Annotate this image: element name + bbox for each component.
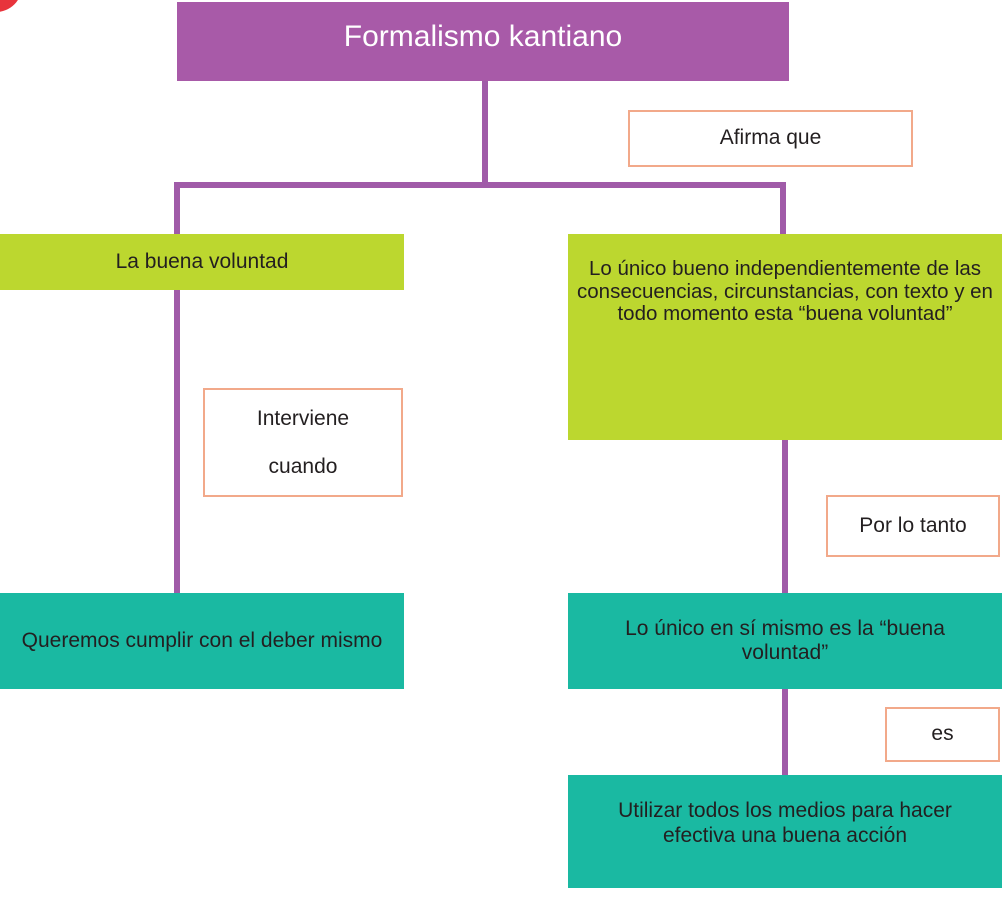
edge-label-por-lo-tanto: Por lo tanto	[826, 495, 1000, 557]
edge-label-es: es	[885, 707, 1000, 762]
node-buena-voluntad-text: La buena voluntad	[115, 249, 289, 273]
edge-label-afirma-que: Afirma que	[628, 110, 913, 167]
node-cumplir-deber: Queremos cumplir con el deber mismo	[0, 593, 404, 689]
edge-label-interviene-text: Interviene	[256, 407, 350, 431]
root-node-text: Formalismo kantiano	[343, 20, 623, 54]
edge-label-cuando-text: cuando	[268, 454, 338, 478]
node-utilizar-medios: Utilizar todos los medios para hacer efe…	[568, 775, 1002, 888]
node-unico-bueno: Lo único bueno independientemente de las…	[568, 234, 1002, 440]
node-cumplir-deber-text: Queremos cumplir con el deber mismo	[21, 628, 383, 652]
node-buena-voluntad: La buena voluntad	[0, 234, 404, 290]
connector-right-vertical-1	[782, 439, 788, 594]
connector-right-vertical-2	[782, 689, 788, 776]
edge-label-interviene-cuando: Interviene cuando	[203, 388, 403, 497]
connector-right-down	[780, 182, 786, 236]
edge-label-afirma-que-text: Afirma que	[719, 126, 822, 150]
connector-left-vertical	[174, 289, 180, 594]
corner-decoration	[0, 0, 22, 12]
connector-root-down	[482, 80, 488, 188]
node-unico-en-si: Lo único en sí mismo es la “buena volunt…	[568, 593, 1002, 689]
connector-horizontal	[174, 182, 786, 188]
node-utilizar-medios-text: Utilizar todos los medios para hacer efe…	[618, 799, 952, 847]
edge-label-por-lo-tanto-text: Por lo tanto	[859, 513, 967, 537]
connector-left-down	[174, 182, 180, 236]
edge-label-es-text: es	[931, 722, 954, 746]
node-unico-bueno-text: Lo único bueno independientemente de las…	[577, 257, 993, 326]
root-node: Formalismo kantiano	[177, 2, 789, 81]
node-unico-en-si-text: Lo único en sí mismo es la “buena volunt…	[625, 616, 945, 664]
